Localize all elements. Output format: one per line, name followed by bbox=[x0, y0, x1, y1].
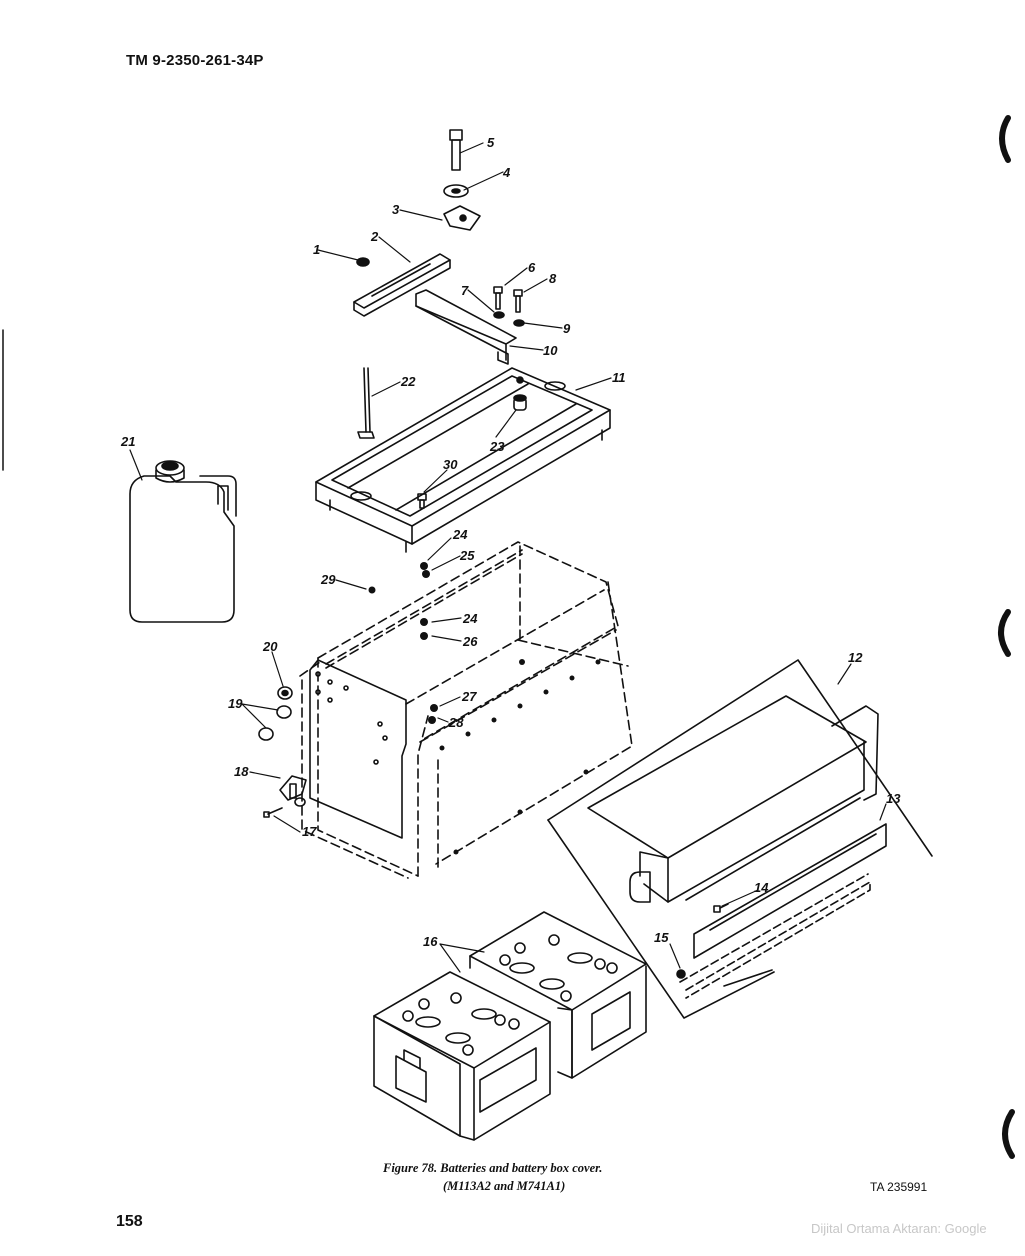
part-3-clamp bbox=[443, 205, 481, 231]
callout-28: 28 bbox=[448, 715, 464, 730]
part-23-cap bbox=[513, 394, 527, 411]
callout-9: 9 bbox=[563, 321, 571, 336]
battery-box-fasteners bbox=[368, 562, 525, 724]
binding-mark bbox=[998, 609, 1011, 657]
battery-box-outline bbox=[299, 541, 633, 879]
part-15-nut bbox=[676, 969, 686, 979]
part-18-connector bbox=[279, 775, 307, 807]
part-6-screw bbox=[493, 286, 503, 310]
box-rivet-row bbox=[439, 659, 601, 855]
callout-19: 19 bbox=[228, 696, 243, 711]
callout-21: 21 bbox=[120, 434, 135, 449]
callout-labels: 1 2 3 4 5 6 7 8 9 10 11 12 13 14 15 16 1… bbox=[120, 135, 901, 949]
callout-15: 15 bbox=[654, 930, 669, 945]
cover-gasket-outline bbox=[679, 873, 871, 999]
callout-26: 26 bbox=[462, 634, 478, 649]
part-14-screw bbox=[713, 903, 729, 913]
battery-box-side-panel bbox=[309, 659, 407, 839]
callout-16: 16 bbox=[423, 934, 438, 949]
part-22-rod bbox=[357, 367, 375, 439]
part-11-battery-tray bbox=[315, 367, 611, 553]
part-17-screw bbox=[263, 807, 283, 818]
part-12-battery-cover bbox=[587, 695, 879, 903]
callout-4: 4 bbox=[502, 165, 511, 180]
callout-12: 12 bbox=[848, 650, 863, 665]
callout-17: 17 bbox=[302, 824, 317, 839]
callout-8: 8 bbox=[549, 271, 557, 286]
part-20-grommet bbox=[277, 686, 293, 700]
callout-24: 24 bbox=[452, 527, 468, 542]
callout-leaders bbox=[129, 142, 887, 973]
page-number: 158 bbox=[116, 1213, 143, 1230]
inset-edge bbox=[723, 969, 773, 987]
part-8-screw bbox=[513, 289, 523, 313]
callout-10: 10 bbox=[543, 343, 558, 358]
callout-5: 5 bbox=[487, 135, 495, 150]
callout-30: 30 bbox=[443, 457, 458, 472]
ta-number: TA 235991 bbox=[870, 1180, 928, 1194]
callout-7: 7 bbox=[461, 283, 469, 298]
part-1-nut bbox=[356, 257, 370, 267]
callout-24b: 24 bbox=[462, 611, 478, 626]
callout-2: 2 bbox=[370, 229, 379, 244]
callout-13: 13 bbox=[886, 791, 901, 806]
binding-mark bbox=[1002, 1109, 1015, 1159]
part-10-channel bbox=[415, 289, 517, 365]
callout-14: 14 bbox=[754, 880, 769, 895]
callout-3: 3 bbox=[392, 202, 400, 217]
figure-caption: Figure 78. Batteries and battery box cov… bbox=[383, 1161, 603, 1175]
part-16-battery-front bbox=[373, 971, 551, 1141]
tm-number: TM 9-2350-261-34P bbox=[126, 52, 264, 69]
part-2-bracket bbox=[353, 253, 451, 317]
part-19-grommet bbox=[258, 705, 292, 741]
part-12-cover-inset bbox=[547, 659, 933, 1019]
part-13-strip bbox=[693, 823, 887, 959]
callout-20: 20 bbox=[262, 639, 278, 654]
callout-6: 6 bbox=[528, 260, 536, 275]
part-4-washer bbox=[443, 184, 469, 198]
part-5-bolt bbox=[449, 129, 463, 171]
callout-23: 23 bbox=[489, 439, 505, 454]
callout-25: 25 bbox=[459, 548, 475, 563]
part-16-battery-rear bbox=[469, 911, 647, 1079]
part-9-washer bbox=[513, 319, 525, 327]
callout-1: 1 bbox=[313, 242, 320, 257]
part-7-washer bbox=[493, 311, 505, 319]
callout-27: 27 bbox=[461, 689, 477, 704]
callout-11: 11 bbox=[612, 370, 626, 385]
part-30-screw bbox=[417, 493, 427, 509]
callout-22: 22 bbox=[400, 374, 416, 389]
binding-mark bbox=[999, 115, 1011, 163]
callout-29: 29 bbox=[320, 572, 336, 587]
callout-18: 18 bbox=[234, 764, 249, 779]
figure-caption-subtitle: (M113A2 and M741A1) bbox=[443, 1179, 566, 1193]
watermark: Dijital Ortama Aktaran: Google bbox=[811, 1221, 987, 1236]
part-21-water-can bbox=[129, 460, 237, 623]
